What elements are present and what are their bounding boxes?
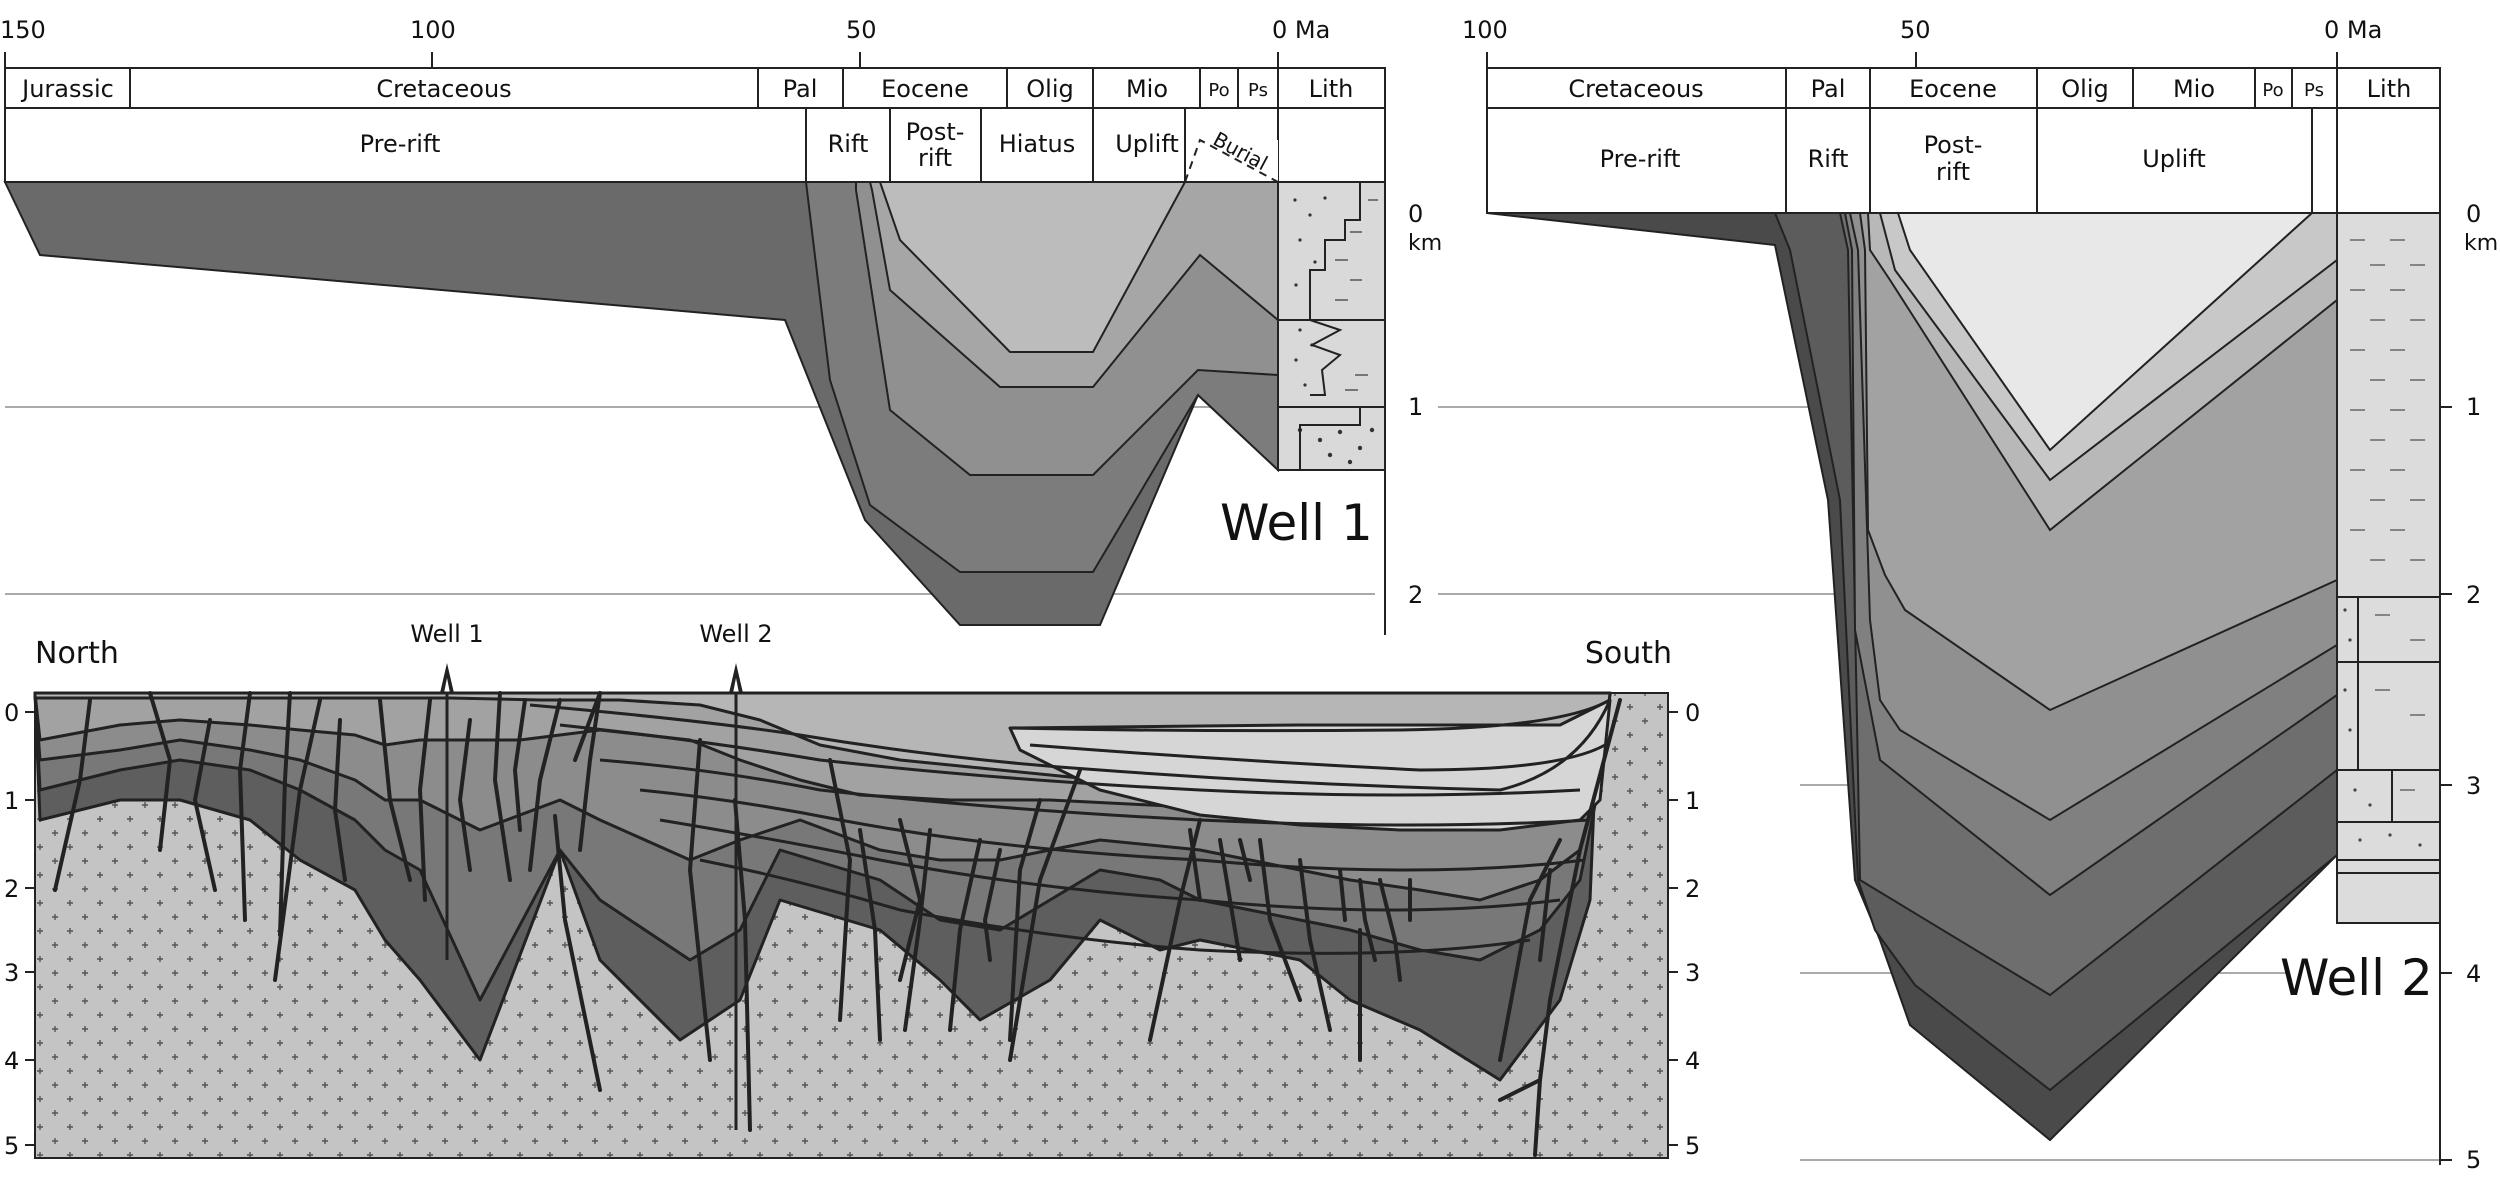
well2-tick-50: 50 (1900, 16, 1931, 44)
well1-phase-row (4, 107, 1386, 183)
well2-phase-postrift-1: Post- (1924, 131, 1983, 159)
well1-period-po: Po (1208, 80, 1229, 101)
well1-time-axis (4, 52, 1279, 68)
well1-layer-top (878, 181, 1187, 353)
well2-period-po: Po (2262, 80, 2283, 101)
well1-title: Well 1 (1220, 494, 1373, 552)
well2-time-axis (1486, 52, 2338, 68)
section-well-markers (440, 663, 743, 1130)
well2-depth-5: 5 (2466, 1146, 2481, 1174)
well2-period-pal: Pal (1811, 75, 1846, 103)
well1-phase-postrift-1: Post- (906, 118, 965, 146)
well1-derrick-icon (440, 663, 454, 693)
well2-derrick-icon (729, 663, 743, 693)
well1-phase-hiatus: Hiatus (999, 130, 1076, 158)
well2-depth-3: 3 (2466, 772, 2481, 800)
well1-tick-150: 150 (0, 16, 46, 44)
section-right-depth-5: 5 (1685, 1132, 1700, 1160)
section-left-depth-1: 1 (4, 787, 19, 815)
section-left-depth-2: 2 (4, 875, 19, 903)
section-left-depth-0: 0 (4, 699, 19, 727)
well2-tick-0: 0 Ma (2324, 16, 2382, 44)
well1-period-pal: Pal (783, 75, 818, 103)
well1-phase-rift: Rift (828, 130, 869, 158)
well2-depth-unit: km (2464, 231, 2498, 256)
well1-burial-panel: 150 100 50 0 Ma Jurassic Cretaceous Pal … (0, 16, 1442, 635)
well2-tick-100: 100 (1462, 16, 1508, 44)
well2-depth-2: 2 (2466, 581, 2481, 609)
section-right-depth-3: 3 (1685, 959, 1700, 987)
well1-burial-dashed (1183, 138, 1279, 183)
well2-layer-uplift-3 (1896, 212, 2315, 452)
well1-period-mio: Mio (1126, 75, 1168, 103)
section-well1-label: Well 1 (410, 620, 483, 648)
section-right-depth-0: 0 (1685, 699, 1700, 727)
well2-phase-postrift-2: rift (1936, 158, 1970, 186)
well2-depth-ticks (2440, 406, 2452, 1161)
section-south-label: South (1585, 636, 1672, 671)
well2-period-cretaceous: Cretaceous (1568, 75, 1703, 103)
well1-depth-0: 0 (1408, 200, 1423, 228)
well1-phase-postrift-2: rift (918, 144, 952, 172)
well1-period-eocene: Eocene (881, 75, 969, 103)
well1-tick-0: 0 Ma (1272, 16, 1330, 44)
well2-lith-header: Lith (2367, 75, 2412, 103)
well1-lith-column (1277, 181, 1386, 471)
section-right-depth-1: 1 (1685, 787, 1700, 815)
well1-tick-100: 100 (410, 16, 456, 44)
well1-lith-header: Lith (1309, 75, 1354, 103)
well1-period-row (4, 67, 1386, 109)
well2-period-eocene: Eocene (1909, 75, 1997, 103)
well2-period-olig: Olig (2061, 75, 2108, 103)
section-right-depth-2: 2 (1685, 875, 1700, 903)
well1-phase-uplift: Uplift (1115, 130, 1179, 158)
well1-tick-50: 50 (846, 16, 877, 44)
well2-period-ps: Ps (2304, 80, 2324, 101)
section-left-depth-4: 4 (4, 1047, 19, 1075)
well1-depth-2: 2 (1408, 581, 1423, 609)
well2-period-row (1486, 67, 2441, 109)
well2-title: Well 2 (2280, 949, 2433, 1007)
well1-depth-unit: km (1408, 231, 1442, 256)
well1-period-cretaceous: Cretaceous (376, 75, 511, 103)
well2-depth-1: 1 (2466, 393, 2481, 421)
section-well2-label: Well 2 (699, 620, 772, 648)
well2-period-mio: Mio (2173, 75, 2215, 103)
well2-burial-panel: 100 50 0 Ma Cretaceous Pal Eocene Olig M… (1438, 16, 2498, 1174)
section-depth-ticks (25, 711, 1678, 1146)
well2-depth-0: 0 (2466, 200, 2481, 228)
cross-section-panel: Well 1 Well 2 North South 0 1 2 3 4 5 0 … (4, 620, 1700, 1160)
well2-phase-rift: Rift (1808, 145, 1849, 173)
section-left-depth-3: 3 (4, 959, 19, 987)
well1-period-ps: Ps (1248, 80, 1268, 101)
well2-phase-uplift: Uplift (2142, 145, 2206, 173)
section-right-depth-4: 4 (1685, 1047, 1700, 1075)
well2-phase-prerift: Pre-rift (1600, 145, 1681, 173)
well1-period-olig: Olig (1026, 75, 1073, 103)
well1-burial-layers (3, 181, 1279, 626)
faults (53, 691, 1622, 1157)
well2-depth-4: 4 (2466, 960, 2481, 988)
well1-phase-prerift: Pre-rift (360, 130, 441, 158)
well1-period-jurassic: Jurassic (20, 75, 114, 103)
section-north-label: North (35, 636, 119, 671)
well2-burial-layers (1486, 212, 2338, 1142)
well1-depth-1: 1 (1408, 393, 1423, 421)
section-left-depth-5: 5 (4, 1132, 19, 1160)
well2-lith-column (2336, 212, 2441, 924)
well2-phase-row (1486, 107, 2441, 214)
